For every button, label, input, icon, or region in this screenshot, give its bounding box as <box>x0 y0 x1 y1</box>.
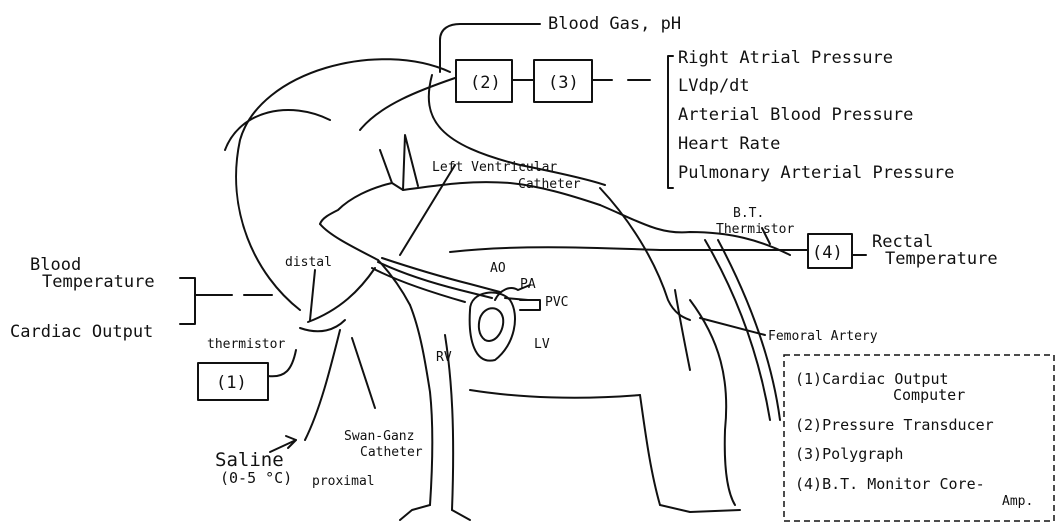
lv-catheter-label-1: Left Ventricular <box>432 160 557 175</box>
ao-label: AO <box>490 261 506 276</box>
legend-2: (2)Pressure Transducer <box>795 416 994 434</box>
dog-ears <box>380 135 418 190</box>
distal-label: distal <box>285 255 332 270</box>
bt-line <box>450 247 808 252</box>
proximal-path <box>305 330 340 440</box>
saline-label-1: Saline <box>215 449 284 471</box>
dog-front-paw-left <box>400 505 430 520</box>
output-pulmonary-arterial: Pulmonary Arterial Pressure <box>678 163 954 183</box>
pa-label: PA <box>520 277 536 292</box>
bt-label-1: B.T. <box>733 206 764 221</box>
dog-outline <box>320 135 790 520</box>
output-arterial-bp: Arterial Blood Pressure <box>678 105 913 125</box>
dog-hind-paws <box>660 505 740 512</box>
swan-ganz-label-1: Swan-Ganz <box>344 429 414 444</box>
output-lvdpdt: LVdp/dt <box>678 76 750 96</box>
legend-4b: Amp. <box>1002 494 1033 509</box>
heart-inner <box>479 308 503 341</box>
swan-ganz-path <box>308 268 375 322</box>
dog-tail <box>705 240 770 420</box>
box-4-label: (4) <box>812 243 843 263</box>
dog-snout-top <box>320 183 392 224</box>
heart-outer <box>470 293 515 361</box>
catheter-lines <box>225 24 866 452</box>
swan-ganz-pointer <box>352 338 375 408</box>
connector-lines <box>180 56 673 324</box>
dog-thigh <box>675 290 690 370</box>
heart-schematic <box>470 285 530 361</box>
thermistor-label: thermistor <box>207 337 285 352</box>
output-heart-rate: Heart Rate <box>678 134 780 154</box>
blood-temperature-label-2: Temperature <box>42 272 155 292</box>
cardiac-output-label: Cardiac Output <box>10 322 153 342</box>
dog-front-paw-right <box>452 510 470 520</box>
distal-pointer <box>310 270 315 320</box>
lv-pointer <box>400 165 455 255</box>
proximal-label: proximal <box>312 474 375 489</box>
rv-label: RV <box>436 350 452 365</box>
swan-ganz-label-2: Catheter <box>360 445 423 460</box>
neck-catheter-3 <box>372 268 465 302</box>
blood-gas-label: Blood Gas, pH <box>548 14 681 34</box>
box-1-label: (1) <box>216 373 247 393</box>
box1-connector <box>268 350 296 376</box>
box-2-label: (2) <box>470 73 501 93</box>
dog-front-leg-left <box>410 305 432 505</box>
dog-belly <box>470 390 640 398</box>
dog-hind-leg-back <box>690 300 735 505</box>
femoral-artery-label: Femoral Artery <box>768 329 878 344</box>
lv-catheter-label-2: Catheter <box>518 177 581 192</box>
pvc-label: PVC <box>545 295 568 310</box>
pressure-line-b <box>225 110 330 150</box>
legend-1b: Computer <box>893 386 965 404</box>
pvc-bracket <box>520 300 540 310</box>
dog-hind-leg-front <box>640 395 660 505</box>
legend-4a: (4)B.T. Monitor Core- <box>795 475 985 493</box>
left-bracket <box>180 278 195 324</box>
legend-3: (3)Polygraph <box>795 445 903 463</box>
lv-label: LV <box>534 337 550 352</box>
thermistor-path <box>300 320 345 331</box>
rectal-label-2: Temperature <box>885 249 998 269</box>
bt-label-2: Thermistor <box>716 222 794 237</box>
box-3-label: (3) <box>548 73 579 93</box>
saline-label-2: (0-5 °C) <box>220 469 292 487</box>
pressure-line-a <box>360 78 455 130</box>
output-right-atrial: Right Atrial Pressure <box>678 48 893 68</box>
outputs-bracket <box>668 56 673 188</box>
